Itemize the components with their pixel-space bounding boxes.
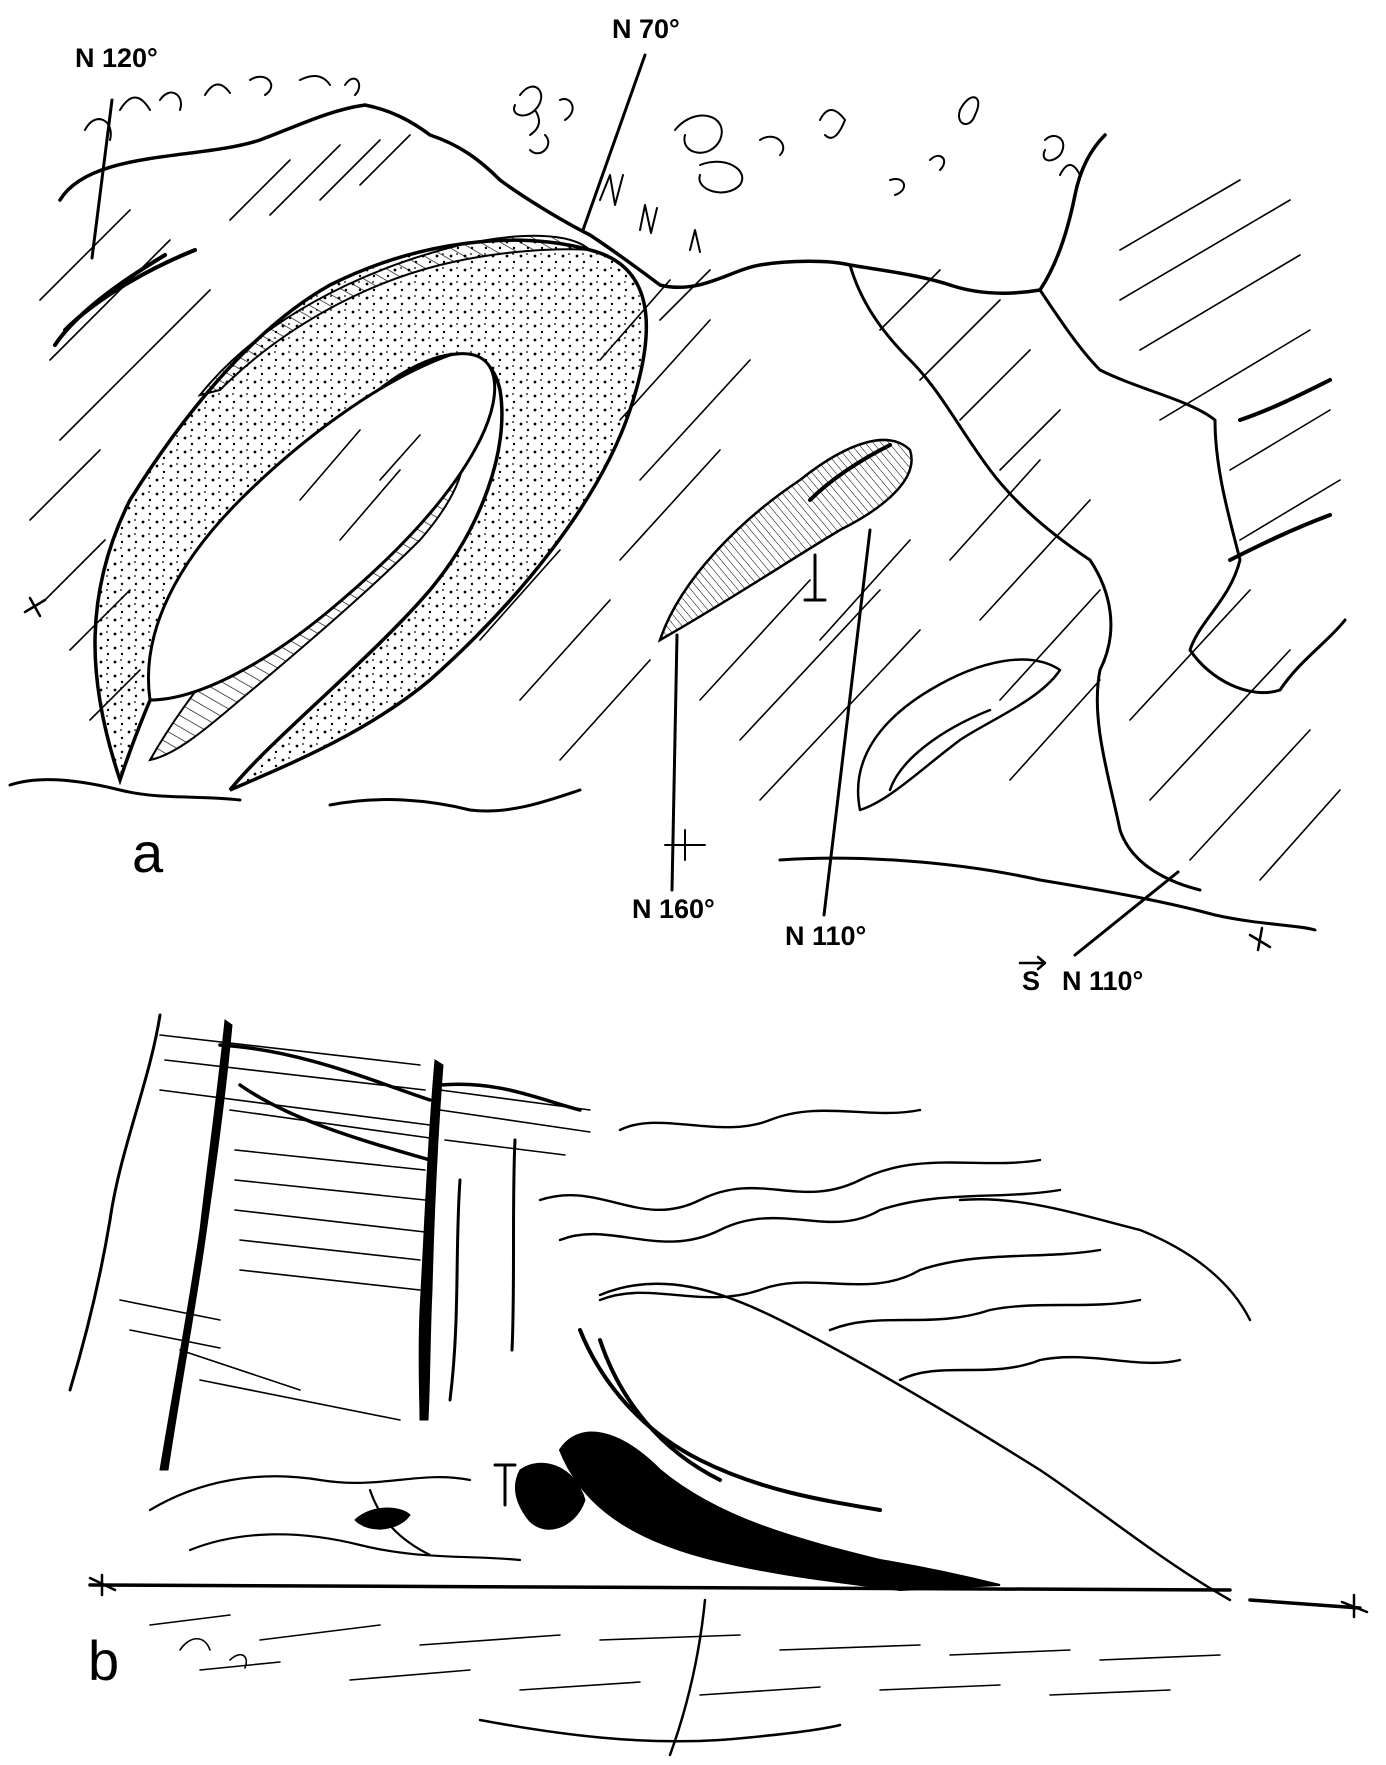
hammer-scale-icon xyxy=(805,555,825,600)
vein-center xyxy=(419,1060,443,1420)
small-fold-center xyxy=(660,440,912,640)
dark-pod-left xyxy=(355,1508,410,1529)
cross-marker-right-a xyxy=(1250,928,1270,950)
label-n160: N 160° xyxy=(632,894,715,924)
panel-letter-b: b xyxy=(88,1629,119,1692)
arrow-n120 xyxy=(92,100,112,258)
folded-layers-b xyxy=(540,1110,1250,1380)
arrow-n160 xyxy=(672,635,677,890)
panel-letter-a: a xyxy=(132,821,164,884)
arrow-s-n110 xyxy=(1075,872,1178,955)
label-n70: N 70° xyxy=(612,14,680,44)
label-s-n110: N 110° xyxy=(1062,966,1143,996)
label-n110: N 110° xyxy=(785,921,866,951)
dark-recumbent-fold xyxy=(560,1433,1000,1590)
panel-b: b xyxy=(70,1015,1367,1755)
base-line-b xyxy=(90,1585,1360,1608)
label-s-vector: S xyxy=(1022,966,1040,996)
lower-arc-b xyxy=(480,1720,840,1741)
fracture-b xyxy=(670,1600,705,1755)
cross-marker-left-a xyxy=(25,598,45,616)
ground-texture-b xyxy=(150,1615,1220,1695)
panel-a: N 120° N 70° N 160° N 110° S N 110° a xyxy=(10,14,1345,996)
label-n120: N 120° xyxy=(75,43,158,73)
ridge-line-right xyxy=(850,265,1200,890)
hammer-scale-icon-b xyxy=(495,1465,515,1505)
small-fold-right xyxy=(858,660,1060,810)
vein-left-2 xyxy=(160,1020,232,1470)
scree-sketch-a xyxy=(85,76,1080,252)
vein-center-2 xyxy=(450,1140,515,1400)
cross-marker-center-a xyxy=(665,830,705,860)
ridge-line-right-2 xyxy=(1040,290,1345,693)
lower-left-lobes xyxy=(150,1476,520,1560)
